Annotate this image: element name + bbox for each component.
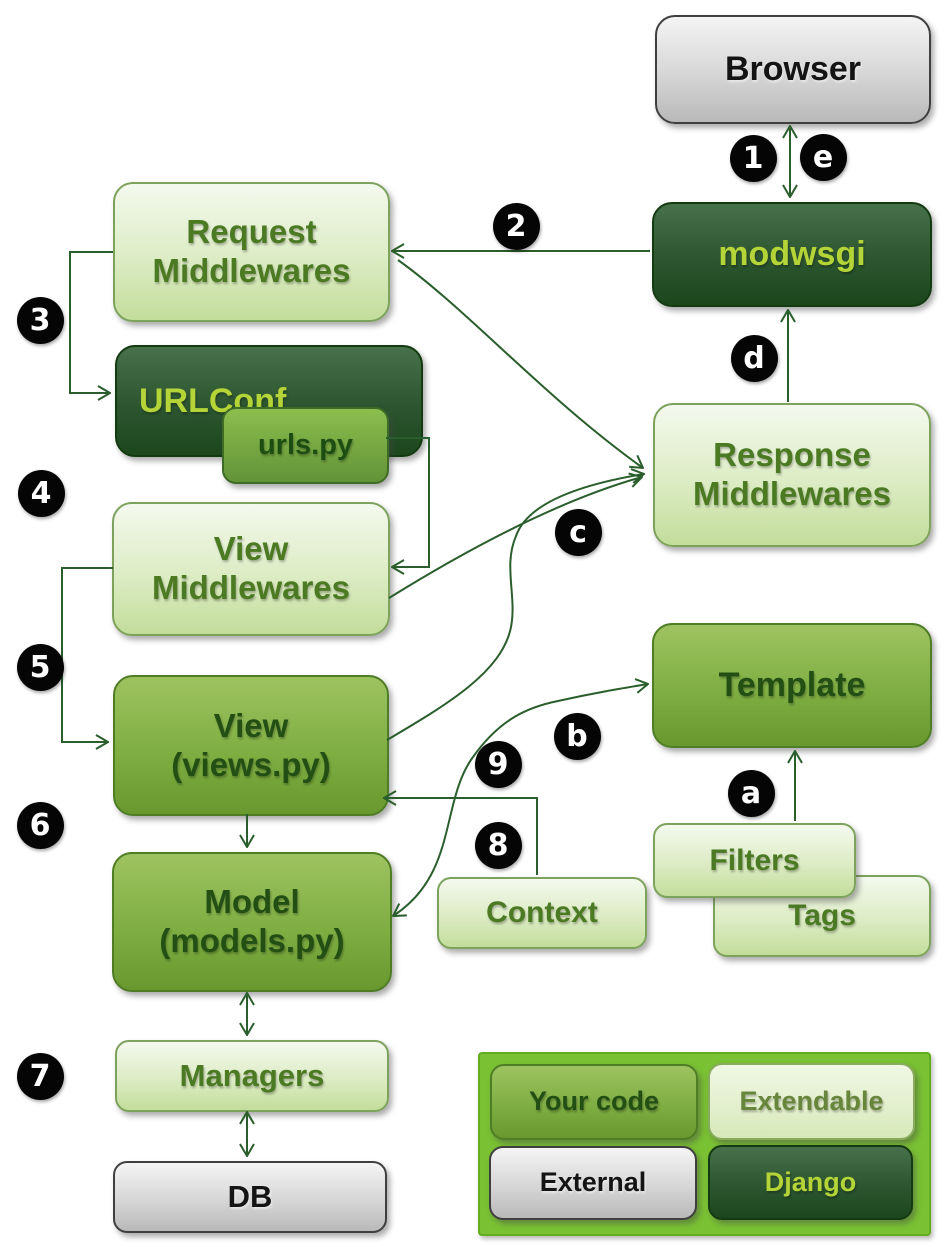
step-badge-b: b bbox=[553, 712, 601, 760]
step-badge-5: 5 bbox=[16, 643, 64, 691]
legend-extendable: Extendable bbox=[708, 1063, 915, 1140]
context-box: Context bbox=[437, 877, 647, 949]
modwsgi-box-label: modwsgi bbox=[718, 235, 866, 274]
response-middlewares-box-label: Middlewares bbox=[692, 475, 892, 512]
request-middlewares-box-label: Middlewares bbox=[152, 252, 351, 289]
step-badge-9: 9 bbox=[474, 740, 522, 788]
urls-py-box: urls.py bbox=[222, 407, 389, 484]
edge-urlspy-view-middlewares bbox=[386, 437, 430, 567]
step-badge-c: c bbox=[554, 508, 602, 556]
step-badge-d: d bbox=[730, 334, 778, 382]
edge-request-middlewares-response-middlewares bbox=[397, 259, 643, 468]
db-box: DB bbox=[113, 1161, 387, 1233]
view-middlewares-box-label: View bbox=[213, 530, 289, 568]
step-badge-4: 4 bbox=[17, 469, 65, 517]
context-box-label: Context bbox=[486, 896, 598, 930]
edge-request-middlewares-urlconf bbox=[69, 251, 113, 393]
template-box-label: Template bbox=[718, 666, 866, 705]
edge-view-middlewares-response-middlewares bbox=[388, 477, 642, 599]
legend-your-code-label: Your code bbox=[528, 1086, 660, 1117]
step-badge-6: 6 bbox=[16, 801, 64, 849]
step-badge-3: 3 bbox=[16, 296, 64, 344]
view-box-label: View bbox=[213, 706, 289, 744]
legend-django: Django bbox=[708, 1145, 913, 1220]
view-middlewares-box-label: Middlewares bbox=[151, 569, 351, 606]
edge-view-middlewares-view bbox=[61, 567, 113, 742]
view-box: View(views.py) bbox=[113, 675, 389, 816]
browser-box: Browser bbox=[655, 15, 931, 124]
browser-box-label: Browser bbox=[724, 50, 862, 89]
filters-box-label: Filters bbox=[709, 843, 800, 877]
model-box-label: Model bbox=[204, 883, 300, 921]
legend-external-label: External bbox=[539, 1167, 647, 1198]
edge-view-response-middlewares bbox=[386, 474, 644, 741]
urls-py-box-label: urls.py bbox=[257, 429, 354, 462]
managers-box: Managers bbox=[115, 1040, 389, 1112]
step-badge-7: 7 bbox=[16, 1052, 64, 1100]
template-box: Template bbox=[652, 623, 932, 748]
legend-your-code: Your code bbox=[490, 1064, 698, 1140]
model-box: Model(models.py) bbox=[112, 852, 392, 992]
modwsgi-box: modwsgi bbox=[652, 202, 932, 307]
step-badge-8: 8 bbox=[474, 821, 522, 869]
managers-box-label: Managers bbox=[179, 1057, 325, 1093]
tags-box-label: Tags bbox=[788, 899, 856, 933]
response-middlewares-box-label: Response bbox=[713, 436, 871, 474]
legend-extendable-label: Extendable bbox=[739, 1085, 884, 1116]
step-badge-e: e bbox=[799, 133, 847, 181]
view-box-label: (views.py) bbox=[171, 745, 331, 783]
request-middlewares-box-label: Request bbox=[186, 213, 317, 251]
legend-django-label: Django bbox=[764, 1166, 857, 1197]
step-badge-a: a bbox=[727, 769, 775, 817]
filters-box: Filters bbox=[653, 823, 856, 898]
model-box-label: (models.py) bbox=[159, 922, 345, 959]
legend-external: External bbox=[489, 1146, 697, 1220]
step-badge-1: 1 bbox=[729, 134, 777, 182]
step-badge-2: 2 bbox=[492, 202, 540, 250]
db-box-label: DB bbox=[227, 1178, 273, 1214]
